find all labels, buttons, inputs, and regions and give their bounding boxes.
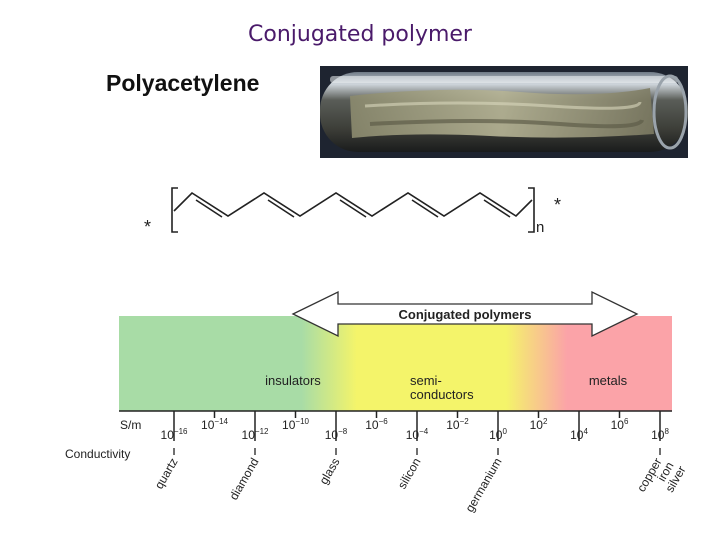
polyacetylene-film-photo (320, 66, 688, 158)
repeat-subscript: n (536, 219, 544, 236)
tick-label-lower: 100 (489, 427, 507, 442)
bracket-right (528, 187, 535, 233)
tick-label-upper: 10−14 (201, 417, 228, 432)
material-label: glass (316, 456, 342, 487)
slide-title: Conjugated polymer (248, 22, 472, 47)
region-label-insulators: insulators (265, 373, 321, 388)
tick-label-upper: 10−2 (446, 417, 469, 432)
tick-label-upper: 106 (611, 417, 629, 432)
tick-label-upper: 102 (530, 417, 548, 432)
material-label: silicon (395, 456, 424, 492)
tick-label-lower: 104 (570, 427, 588, 442)
region-label-conductors: conductors (410, 387, 474, 402)
bracket-left (171, 187, 178, 233)
region-label-semi: semi- (410, 373, 442, 388)
tick-label-lower: 10−12 (242, 427, 269, 442)
tick-label-lower: 108 (651, 427, 669, 442)
conductivity-scale: Conjugated polymers insulators semi- con… (65, 290, 685, 514)
tick-layer: 10−16 10−12 10−8 10−4 100 104 108 10−14 10−10 10−… (161, 411, 669, 442)
conductivity-band (119, 316, 672, 411)
polyacetylene-structure: * * n (144, 187, 561, 237)
axis-label: Conductivity (65, 447, 130, 461)
tick-label-lower: 10−4 (406, 427, 429, 442)
unit-label: S/m (120, 418, 141, 432)
tick-label-lower: 10−8 (325, 427, 348, 442)
material-label: germanium (462, 456, 504, 515)
region-label-metals: metals (589, 373, 628, 388)
end-star-left: * (144, 217, 151, 237)
tick-label-lower: 10−16 (161, 427, 188, 442)
polymer-name: Polyacetylene (106, 70, 260, 96)
end-star-right: * (554, 195, 561, 215)
tick-label-upper: 10−10 (282, 417, 309, 432)
material-label: diamond (226, 456, 261, 503)
tick-label-upper: 10−6 (365, 417, 388, 432)
arrow-label: Conjugated polymers (399, 307, 532, 322)
material-label: quartz (152, 456, 181, 492)
polymer-film (350, 88, 654, 138)
conjugated-polymers-arrow (291, 290, 639, 338)
chain-backbone (173, 191, 533, 218)
double-bond-lines (195, 199, 511, 218)
